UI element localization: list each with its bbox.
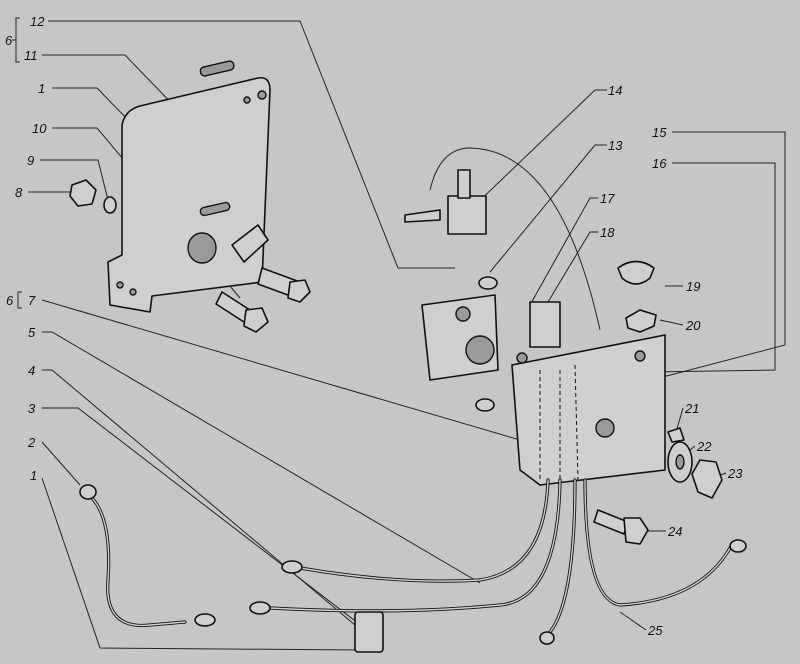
callout-13: 13 xyxy=(608,138,623,153)
callout-19: 19 xyxy=(686,279,700,294)
callout-20: 20 xyxy=(685,318,701,333)
callout-8: 8 xyxy=(15,185,23,200)
callout-24: 24 xyxy=(667,524,682,539)
callout-16: 16 xyxy=(652,156,667,171)
callout-14: 14 xyxy=(608,83,622,98)
callout-21: 21 xyxy=(684,401,699,416)
callout-3: 3 xyxy=(28,401,36,416)
callout-1-top: 1 xyxy=(38,81,45,96)
callout-5: 5 xyxy=(28,325,36,340)
callout-1-bottom: 1 xyxy=(30,468,37,483)
callout-4: 4 xyxy=(28,363,35,378)
callout-9: 9 xyxy=(27,153,34,168)
callout-12: 12 xyxy=(30,14,45,29)
mounting-bracket xyxy=(107,60,311,333)
callout-22: 22 xyxy=(696,439,712,454)
callout-2: 2 xyxy=(27,435,36,450)
bolt-24 xyxy=(593,509,649,545)
callout-23: 23 xyxy=(727,466,743,481)
callout-17: 17 xyxy=(600,191,615,206)
washers-and-nut xyxy=(667,427,723,499)
callout-labels: 6 12 11 1 10 9 8 14 13 15 16 17 18 19 20… xyxy=(5,14,743,638)
knob-cap xyxy=(617,260,655,285)
nut-and-washer xyxy=(69,179,117,214)
callout-11: 11 xyxy=(24,48,38,63)
callout-18: 18 xyxy=(600,225,615,240)
leader-lines xyxy=(12,17,786,651)
callout-25: 25 xyxy=(647,623,663,638)
callout-6-mid: 6 xyxy=(6,293,14,308)
wires xyxy=(79,478,747,653)
callout-15: 15 xyxy=(652,125,667,140)
callout-10: 10 xyxy=(32,121,47,136)
callout-6-top: 6 xyxy=(5,33,13,48)
callout-7: 7 xyxy=(28,293,36,308)
nut-20 xyxy=(625,309,657,333)
switch-assembly xyxy=(404,147,666,486)
